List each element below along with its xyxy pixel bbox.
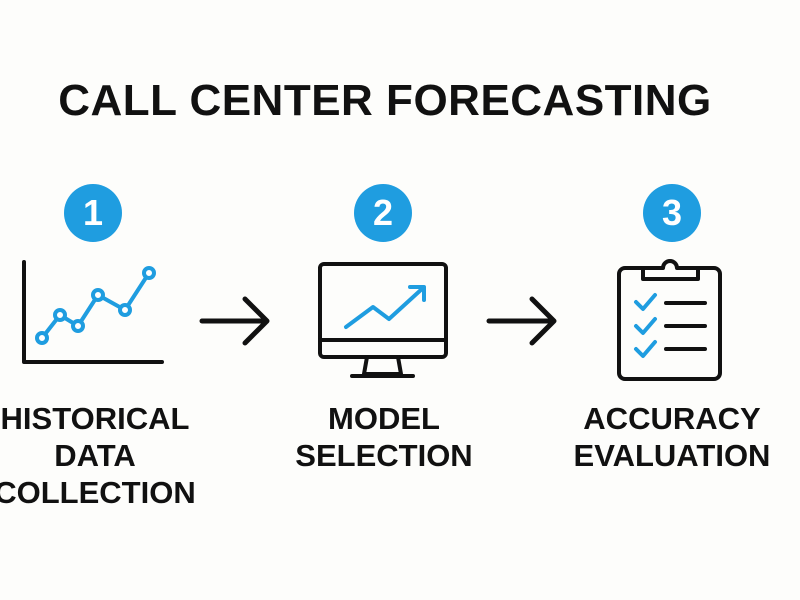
arrow-right-icon	[199, 296, 270, 346]
label-line: MODEL	[328, 401, 440, 436]
step-3-label: ACCURACY EVALUATION	[542, 400, 800, 474]
line-chart-icon	[22, 260, 164, 364]
step-2-badge: 2	[354, 184, 412, 242]
label-line: HISTORICAL	[0, 401, 190, 436]
step-2-label: MODEL SELECTION	[254, 400, 514, 474]
page-title: CALL CENTER FORECASTING	[58, 76, 712, 125]
label-line: COLLECTION	[0, 475, 196, 510]
clipboard-checklist-icon	[617, 259, 722, 381]
label-line: DATA	[54, 438, 136, 473]
label-line: EVALUATION	[573, 438, 771, 473]
label-line: SELECTION	[295, 438, 473, 473]
label-line: ACCURACY	[583, 401, 761, 436]
step-1-label: HISTORICAL DATA COLLECTION	[0, 400, 225, 511]
arrow-right-icon	[486, 296, 557, 346]
monitor-trend-icon	[318, 262, 448, 378]
step-3-badge: 3	[643, 184, 701, 242]
step-1-badge: 1	[64, 184, 122, 242]
